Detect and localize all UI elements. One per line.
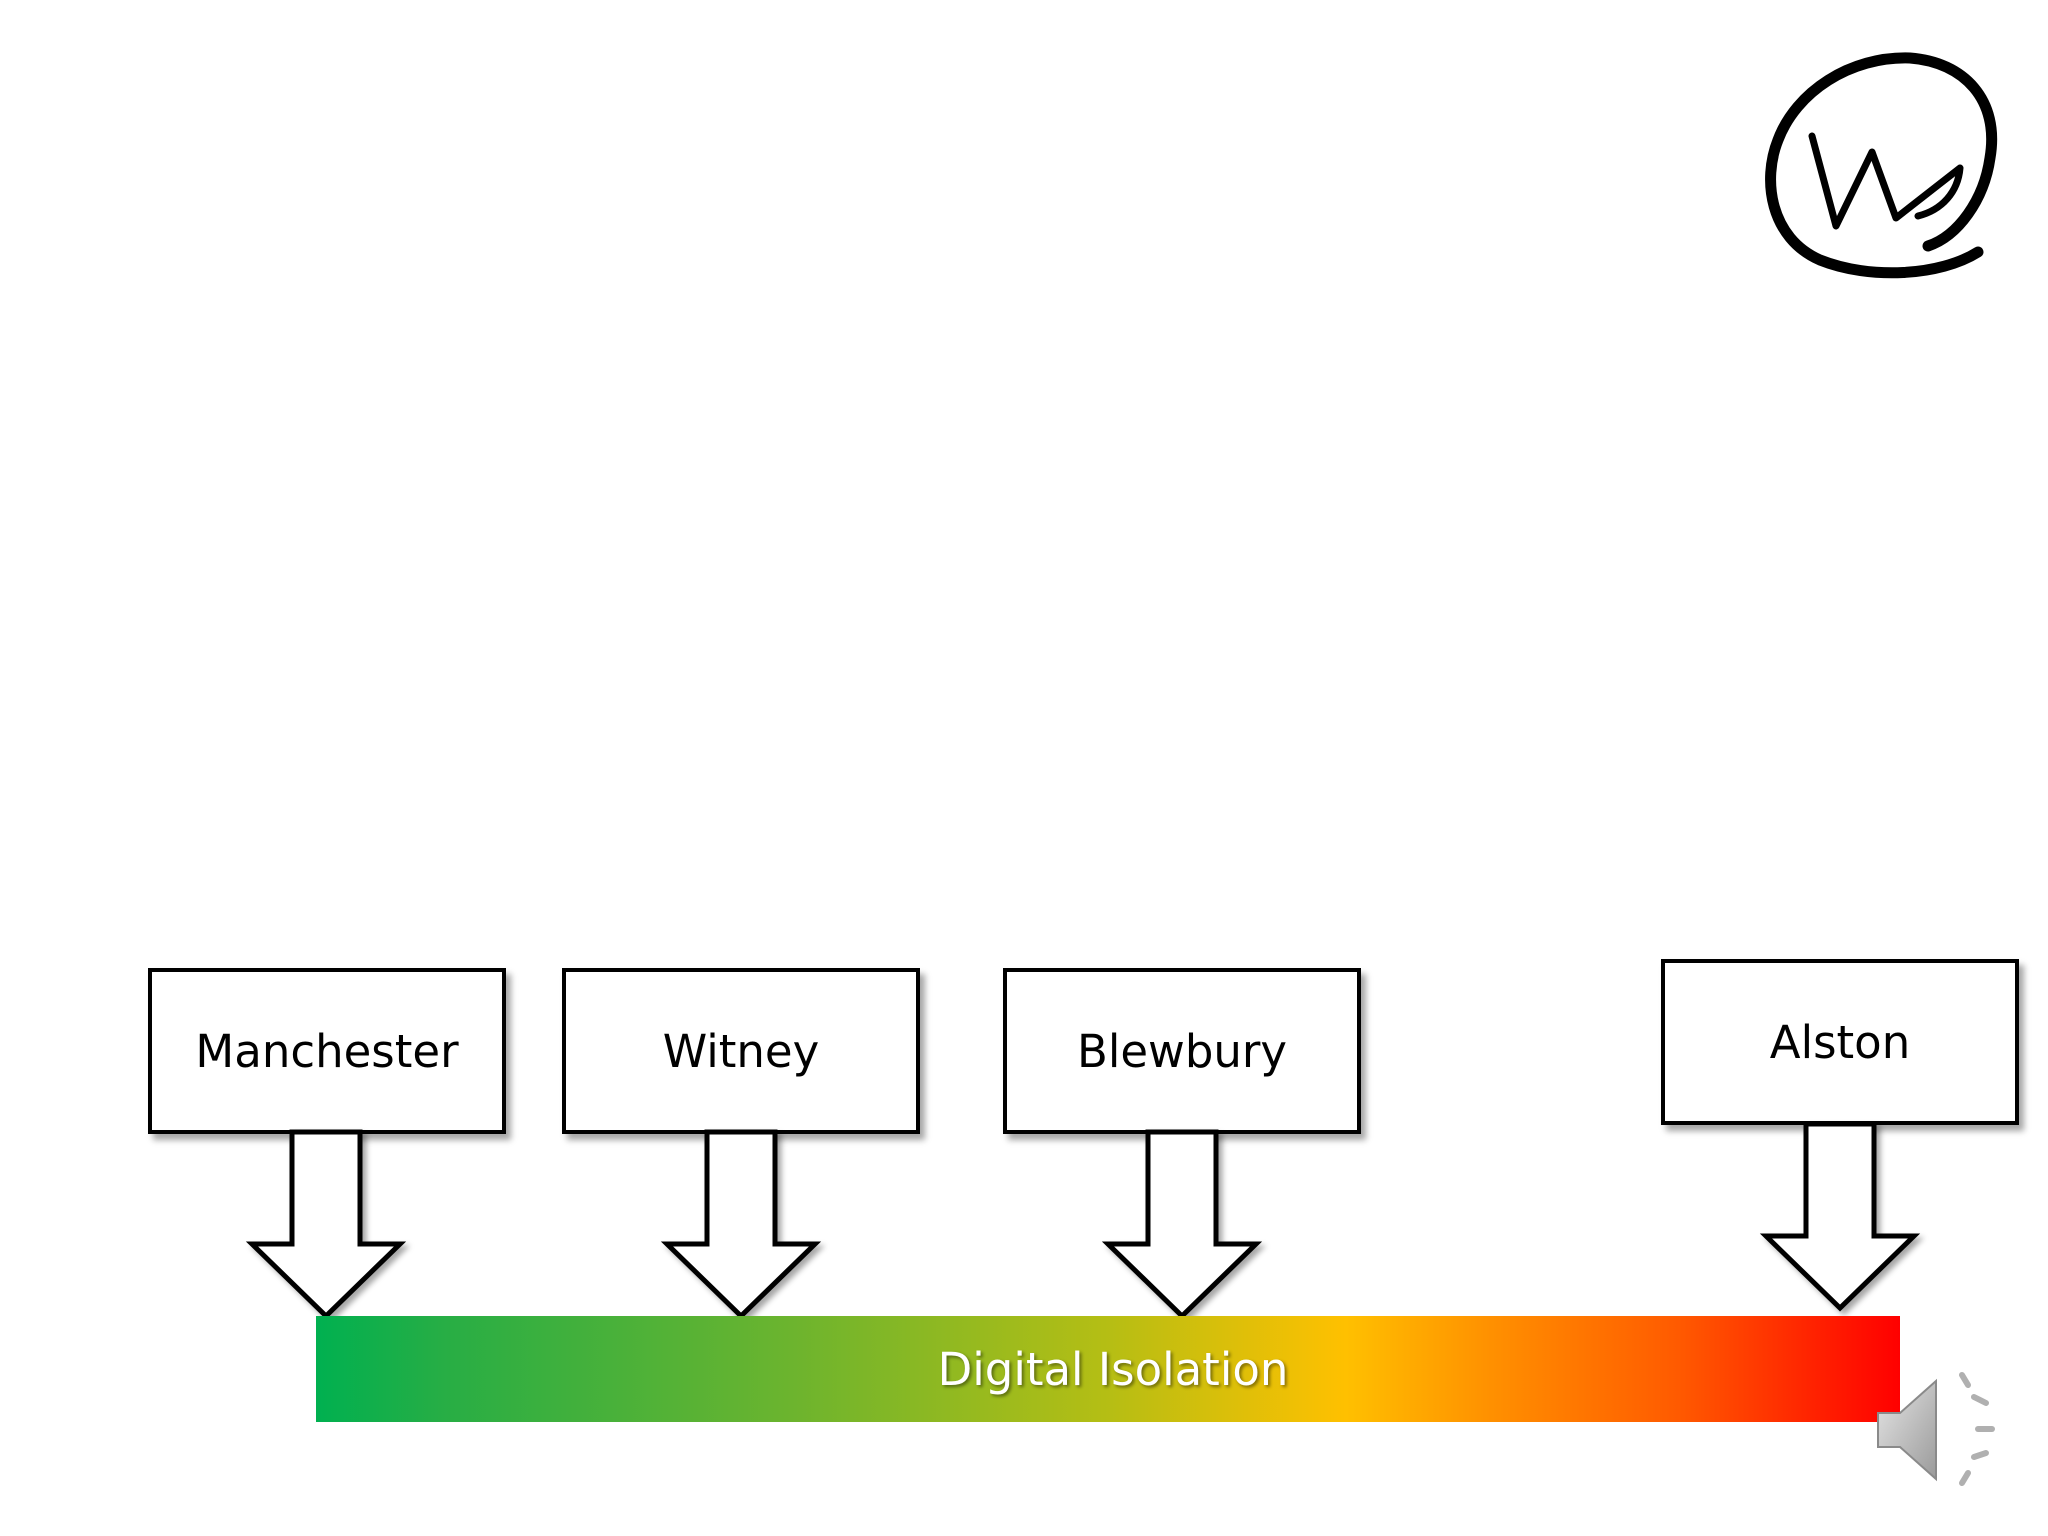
place-box-blewbury: Blewbury bbox=[1003, 968, 1361, 1134]
place-box-witney: Witney bbox=[562, 968, 920, 1134]
place-label: Witney bbox=[662, 1024, 820, 1078]
place-box-manchester: Manchester bbox=[148, 968, 506, 1134]
w-logo bbox=[1765, 52, 1998, 279]
down-arrow-icon bbox=[245, 1129, 407, 1320]
place-label: Blewbury bbox=[1076, 1024, 1288, 1078]
scale-label: Digital Isolation bbox=[937, 1342, 1289, 1396]
speaker-icon[interactable] bbox=[1870, 1355, 2020, 1505]
down-arrow-icon bbox=[1101, 1129, 1263, 1320]
place-label: Alston bbox=[1769, 1015, 1911, 1069]
down-arrow-icon bbox=[1759, 1121, 1921, 1312]
isolation-scale-bar: Digital Isolation bbox=[316, 1316, 1900, 1422]
place-box-alston: Alston bbox=[1661, 959, 2019, 1125]
down-arrow-icon bbox=[660, 1129, 822, 1320]
place-label: Manchester bbox=[195, 1024, 459, 1078]
